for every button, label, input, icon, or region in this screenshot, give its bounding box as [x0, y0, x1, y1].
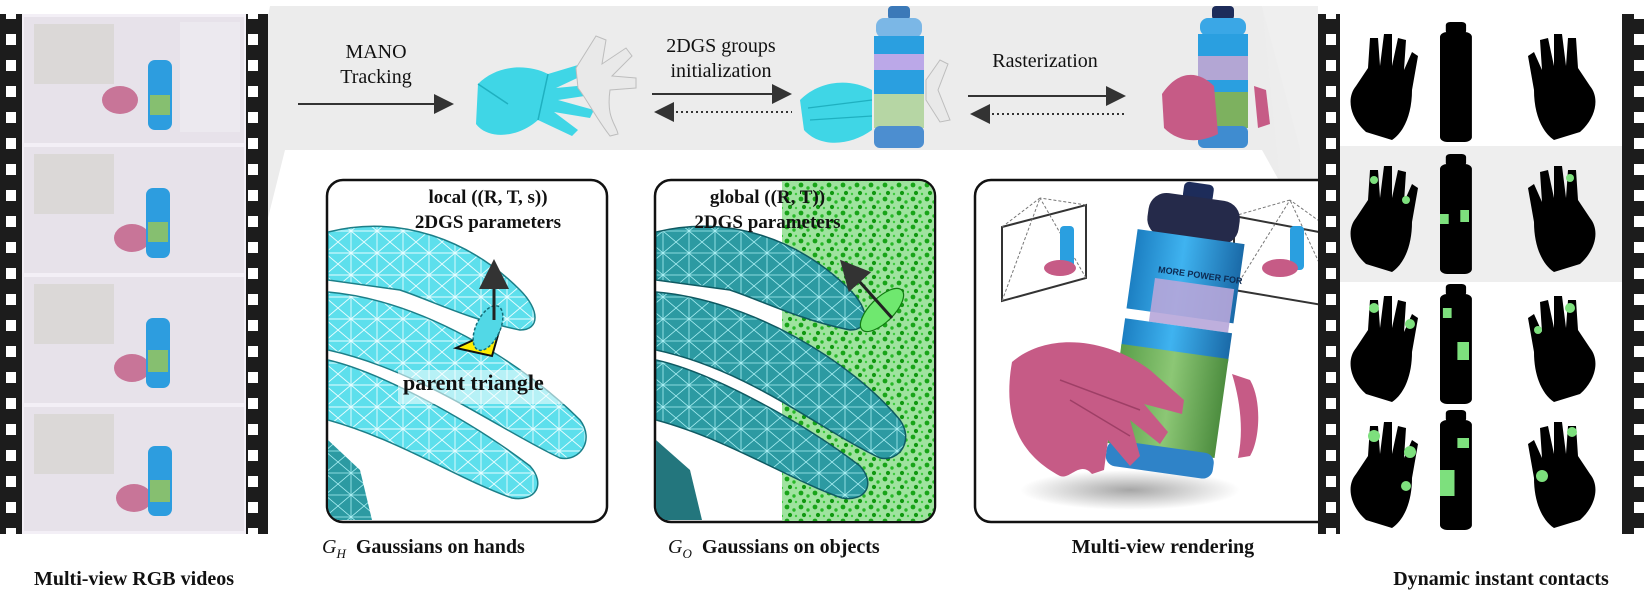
mano-tracking-label: MANO Tracking	[316, 40, 436, 90]
rendered-left-hand	[1009, 342, 1184, 477]
init-bottle-icon	[874, 6, 924, 148]
objects-caption: GO Gaussians on objects	[668, 536, 880, 562]
mano-tracking-line1: MANO	[345, 41, 407, 63]
panel-hands	[325, 178, 609, 524]
render-caption: Multi-view rendering	[1071, 536, 1255, 558]
objects-panel-heading: global ((R, T)) 2DGS parameters	[660, 185, 875, 235]
rasterization-label: Rasterization	[992, 50, 1098, 72]
contact-row-4	[1350, 422, 1418, 528]
left-film-strip	[0, 14, 268, 534]
objects-caption-sub: O	[682, 546, 692, 561]
objects-caption-symbol: G	[668, 536, 683, 558]
init-white-hand-icon	[925, 59, 951, 123]
groups-init-line1: 2DGS groups	[666, 35, 776, 57]
video-frame-1	[24, 17, 244, 143]
contact-row-1	[1350, 34, 1418, 140]
contact-row-3	[1350, 296, 1418, 402]
hands-panel-subtitle: 2DGS parameters	[414, 212, 562, 233]
contact-grid	[1350, 22, 1596, 530]
white-hand-icon	[575, 35, 637, 137]
panel-objects	[653, 178, 937, 524]
groups-init-line2: initialization	[670, 60, 772, 82]
mano-tracking-line2: Tracking	[340, 66, 412, 88]
init-hand-icon	[800, 82, 873, 143]
hands-caption-symbol: G	[322, 536, 337, 558]
groups-init-label: 2DGS groups initialization	[636, 34, 806, 84]
video-frame-3	[24, 277, 244, 403]
mano-hand-icon	[476, 62, 598, 136]
contact-row-2	[1350, 166, 1418, 272]
hands-caption-text: Gaussians on hands	[355, 536, 525, 558]
parent-triangle-label: parent triangle	[403, 370, 544, 395]
hands-caption: GH Gaussians on hands	[322, 536, 525, 562]
contact-bottle-1	[1440, 22, 1472, 142]
pipeline-band	[268, 6, 1300, 218]
right-strip-caption: Dynamic instant contacts	[1393, 568, 1609, 590]
hands-panel-title: local ((R, T, s))	[428, 187, 548, 208]
video-frame-2	[24, 147, 244, 273]
video-frame-4	[24, 407, 244, 531]
panel-render: MORE POWER FOR	[973, 178, 1353, 524]
hands-panel-heading: local ((R, T, s)) 2DGS parameters	[388, 185, 588, 235]
hands-caption-sub: H	[336, 546, 346, 561]
objects-panel-subtitle: 2DGS parameters	[694, 212, 841, 233]
global-normal-arrow	[840, 259, 894, 319]
left-strip-caption: Multi-view RGB videos	[34, 568, 234, 590]
raster-hand-icon	[1162, 74, 1270, 141]
objects-panel-title: global ((R, T))	[709, 187, 826, 208]
objects-caption-text: Gaussians on objects	[701, 536, 880, 558]
rendered-right-hand	[1232, 374, 1259, 458]
camera-left-frustum	[1001, 197, 1087, 303]
